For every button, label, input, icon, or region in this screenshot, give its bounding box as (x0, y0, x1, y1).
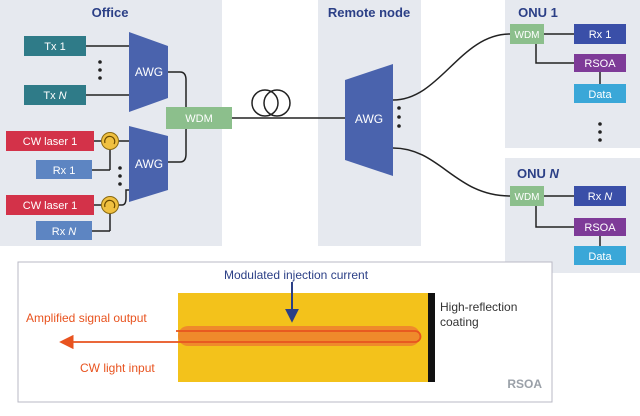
office-title: Office (92, 5, 129, 20)
rsoa-detail-title: RSOA (507, 377, 542, 391)
onu-1-wdm-label: WDM (515, 30, 540, 41)
signal-path (59, 330, 422, 350)
onu-1-panel (505, 0, 640, 148)
onu-1-title: ONU 1 (518, 5, 558, 20)
onu-n-wdm-label: WDM (515, 192, 540, 203)
input-label: CW light input (80, 361, 155, 375)
onu-1-data-label: Data (588, 89, 612, 101)
tx-1-label: Tx 1 (44, 41, 65, 53)
injection-label: Modulated injection current (224, 268, 369, 282)
cw-laser-bottom-box (6, 195, 94, 215)
fiber-spool (251, 89, 345, 119)
tx-n-label: Tx N (43, 90, 66, 102)
onu-1-data-box (574, 84, 626, 103)
circulator-bottom-arrow-icon (104, 199, 116, 209)
onu-n-data-box (574, 246, 626, 265)
office-awg-bottom (129, 126, 168, 202)
circulator-bottom-icon (101, 196, 119, 214)
onu-1-rsoa-box (574, 54, 626, 72)
coating-label-line1: High-reflection (440, 300, 517, 314)
office-wdm-label: WDM (185, 113, 213, 125)
rsoa-waveguide (178, 326, 420, 346)
onu-n-title: ONU N (517, 166, 560, 181)
onu-n-rsoa-box (574, 218, 626, 236)
onu-n-data-label: Data (588, 251, 612, 263)
remote-node-title: Remote node (328, 5, 410, 20)
laser-ellipsis (118, 166, 122, 186)
circulator-top-arrow-icon (104, 135, 116, 145)
circulator-top-icon (101, 132, 119, 150)
rx-n-box (36, 221, 92, 240)
office-awg-top-label: AWG (135, 65, 163, 79)
onu-ellipsis (598, 122, 602, 142)
onu-1-rx-label: Rx 1 (589, 29, 612, 41)
high-reflection-coating (428, 293, 435, 382)
office-awg-top (129, 32, 168, 112)
tx-n-box (24, 85, 86, 105)
remote-ellipsis (397, 106, 401, 128)
cw-laser-top-box (6, 131, 94, 151)
cw-laser-bottom-label: CW laser 1 (23, 200, 77, 212)
onu-n-rsoa-label: RSOA (584, 222, 616, 234)
coating-label-line2: coating (440, 315, 479, 329)
onu-1-rx-box (574, 24, 626, 44)
rx-1-box (36, 160, 92, 179)
rx-1-label: Rx 1 (53, 165, 76, 177)
office-wdm-box (166, 107, 232, 129)
onu-n-rx-label: Rx N (588, 191, 613, 203)
cw-laser-top-label: CW laser 1 (23, 136, 77, 148)
onu-1-rsoa-label: RSOA (584, 58, 616, 70)
office-awg-bottom-label: AWG (135, 157, 163, 171)
onu-n-rx-box (574, 186, 626, 206)
distribution-fibers (392, 33, 511, 197)
output-label: Amplified signal output (26, 311, 147, 325)
tx-ellipsis (98, 60, 102, 80)
rx-n-label: Rx N (52, 226, 77, 238)
onu-1-wdm-box (510, 24, 544, 44)
tx-1-box (24, 36, 86, 56)
onu-n-wdm-box (510, 186, 544, 206)
remote-awg (345, 64, 393, 176)
remote-awg-label: AWG (355, 112, 383, 126)
onu-wiring (535, 33, 601, 246)
